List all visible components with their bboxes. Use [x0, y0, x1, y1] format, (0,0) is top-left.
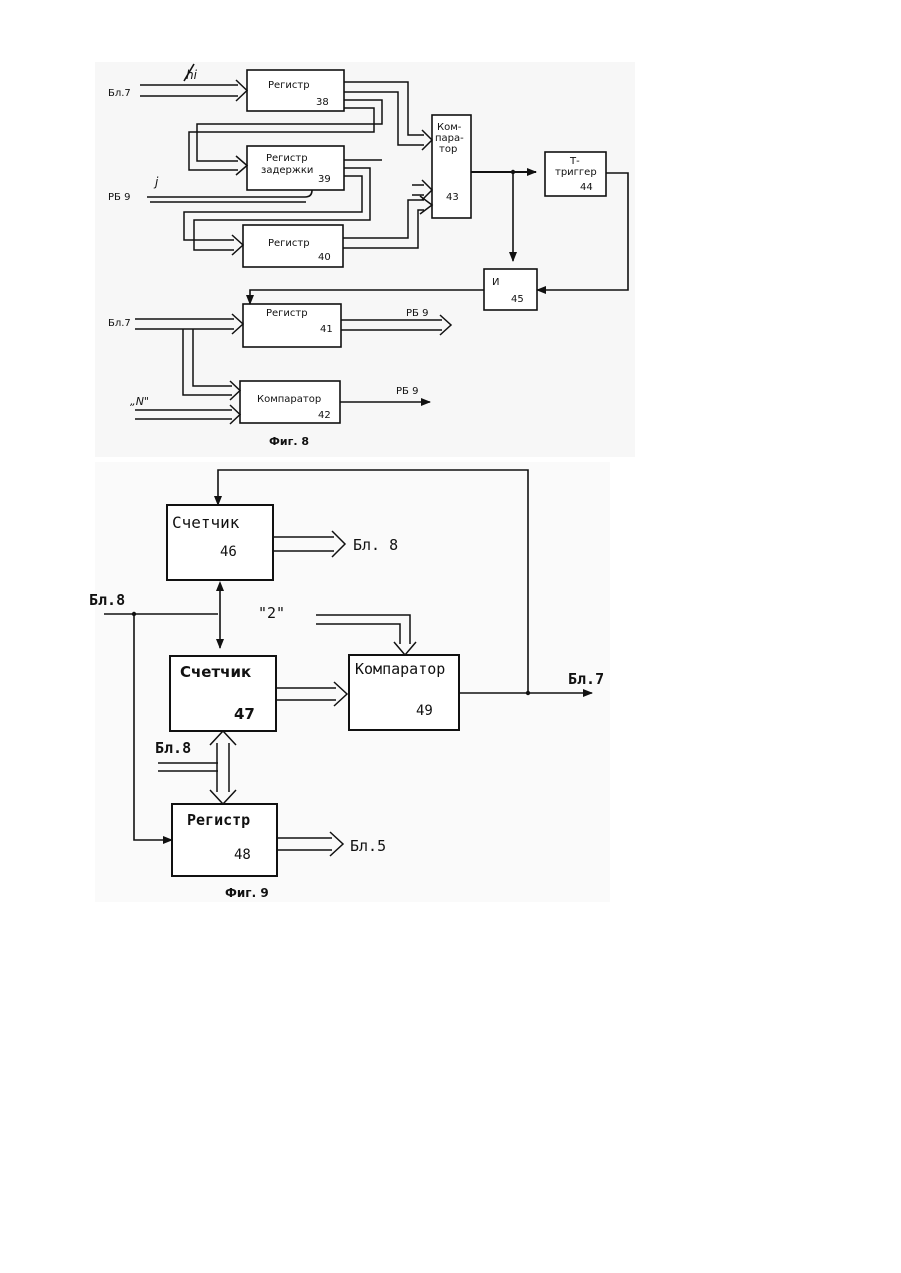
block-register-48: Регистр 48: [172, 804, 277, 876]
register-40-title: Регистр: [268, 238, 310, 249]
block-delay-register-39: Регистр задержки 39: [247, 146, 344, 190]
label-two: "2": [258, 604, 285, 622]
label-rb9-out41: РБ 9: [406, 308, 428, 319]
fig8-background: [95, 62, 635, 457]
comparator-43-number: 43: [446, 192, 459, 203]
register-39-subtitle: задержки: [261, 165, 313, 176]
block-t-trigger-44: Т- триггер 44: [545, 152, 606, 196]
block-register-38: Регистр 38: [247, 70, 344, 111]
register-41-number: 41: [320, 324, 333, 335]
comparator-43-line3: тор: [439, 144, 457, 155]
label-bl7-mid: Бл.7: [108, 318, 131, 329]
label-rb9-in: РБ 9: [108, 192, 130, 203]
block-comparator-42: Компаратор 42: [240, 381, 340, 423]
register-38-title: Регистр: [268, 80, 310, 91]
block-register-40: Регистр 40: [243, 225, 343, 267]
comparator-43-line2: пара-: [435, 133, 464, 144]
label-bl7-out: Бл.7: [568, 670, 604, 688]
counter-47-number: 47: [234, 705, 255, 723]
fig8-caption: Фиг. 8: [269, 435, 309, 448]
label-n: „N": [130, 395, 149, 408]
label-bl7-top: Бл.7: [108, 88, 131, 99]
label-rb9-out42: РБ 9: [396, 386, 418, 397]
register-38-number: 38: [316, 97, 329, 108]
counter-46-title: Счетчик: [172, 513, 240, 532]
comparator-42-title: Компаратор: [257, 394, 321, 405]
junction-comparator49: [526, 691, 530, 695]
block-counter-46: Счетчик 46: [167, 505, 273, 580]
register-39-title: Регистр: [266, 153, 308, 164]
comparator-49-number: 49: [416, 703, 433, 719]
comparator-42-number: 42: [318, 410, 331, 421]
label-bl5-out: Бл.5: [350, 837, 386, 855]
fig9-caption: Фиг. 9: [225, 886, 269, 900]
t-trigger-44-number: 44: [580, 182, 593, 193]
register-40-number: 40: [318, 252, 331, 263]
t-trigger-44-line2: триггер: [555, 167, 597, 178]
comparator-43-line1: Ком-: [437, 122, 462, 133]
counter-47-title: Счетчик: [180, 663, 251, 681]
and-45-title: И: [492, 277, 499, 288]
register-48-title: Регистр: [187, 811, 250, 829]
label-bl8-in: Бл.8: [89, 591, 125, 609]
register-39-number: 39: [318, 174, 331, 185]
counter-46-number: 46: [220, 544, 237, 560]
and-45-number: 45: [511, 294, 524, 305]
block-counter-47: Счетчик 47: [170, 656, 276, 731]
comparator-49-title: Компаратор: [355, 660, 445, 678]
block-comparator-43: Ком- пара- тор 43: [432, 115, 471, 218]
register-48-number: 48: [234, 847, 251, 863]
label-bl8-in47: Бл.8: [155, 739, 191, 757]
block-comparator-49: Компаратор 49: [349, 655, 459, 730]
register-41-title: Регистр: [266, 308, 308, 319]
block-and-45: И 45: [484, 269, 537, 310]
t-trigger-44-line1: Т-: [569, 156, 580, 167]
block-register-41: Регистр 41: [243, 304, 341, 347]
label-bl8-out46: Бл. 8: [353, 536, 398, 554]
